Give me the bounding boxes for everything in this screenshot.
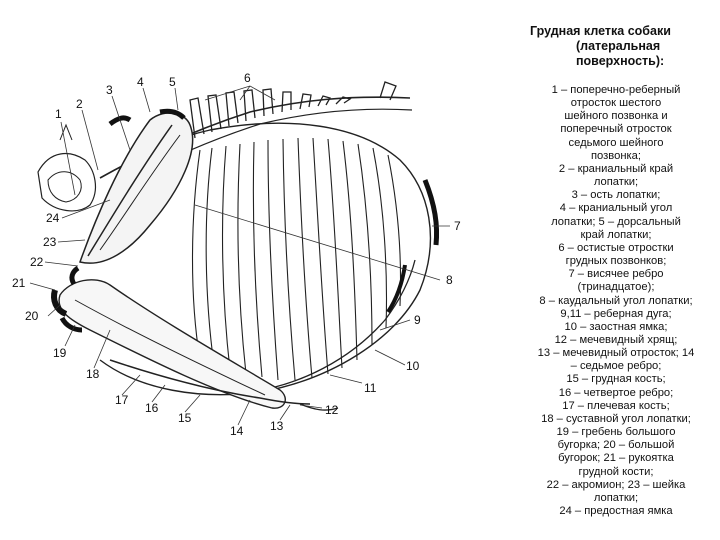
label-22: 22 [30,255,44,269]
legend-line: 6 – остистые отростки [522,242,710,255]
label-15: 15 [178,411,192,425]
legend-line: 13 – мечевидный отросток; 14 [522,347,710,360]
figure-legend: 1 – поперечно-реберный отросток шестого … [522,84,710,518]
legend-line: 22 – акромион; 23 – шейка [522,479,710,492]
legend-line: лопатки; 5 – дорсальный [522,216,710,229]
dog-thorax-illustration: 1 2 3 4 5 6 7 8 9 10 11 12 13 14 15 16 1… [0,0,500,540]
legend-line: 16 – четвертое ребро; [522,387,710,400]
legend-line: лопатки; [522,176,710,189]
title-line-1: Грудная клетка собаки [522,24,710,39]
label-17: 17 [115,393,129,407]
legend-line: 1 – поперечно-реберный [522,84,710,97]
label-7: 7 [454,219,461,233]
legend-line: грудной кости; [522,466,710,479]
label-1: 1 [55,107,62,121]
label-24: 24 [46,211,60,225]
legend-line: 24 – предостная ямка [522,505,710,518]
legend-line: лопатки; [522,492,710,505]
legend-line: 10 – заостная ямка; [522,321,710,334]
legend-line: поперечный отросток [522,123,710,136]
label-6: 6 [244,71,251,85]
legend-line: – седьмое ребро; [522,360,710,373]
label-19: 19 [53,346,67,360]
legend-line: шейного позвонка и [522,110,710,123]
label-16: 16 [145,401,159,415]
label-18: 18 [86,367,100,381]
label-5: 5 [169,75,176,89]
legend-line: бугорок; 21 – рукоятка [522,452,710,465]
label-3: 3 [106,83,113,97]
title-line-3: поверхность): [522,54,710,69]
legend-line: 17 – плечевая кость; [522,400,710,413]
label-9: 9 [414,313,421,327]
label-23: 23 [43,235,57,249]
label-11: 11 [364,381,377,395]
label-21: 21 [12,276,26,290]
label-14: 14 [230,424,244,438]
legend-line: отросток шестого [522,97,710,110]
legend-line: позвонка; [522,150,710,163]
figure-title: Грудная клетка собаки (латеральная повер… [522,24,710,69]
legend-line: 4 – краниальный угол [522,202,710,215]
legend-line: 8 – каудальный угол лопатки; [522,295,710,308]
legend-line: 15 – грудная кость; [522,373,710,386]
legend-line: 12 – мечевидный хрящ; [522,334,710,347]
label-8: 8 [446,273,453,287]
legend-line: бугорка; 20 – большой [522,439,710,452]
legend-line: 2 – краниальный край [522,163,710,176]
legend-line: 18 – суставной угол лопатки; [522,413,710,426]
ribs [193,138,401,380]
legend-line: седьмого шейного [522,137,710,150]
legend-line: край лопатки; [522,229,710,242]
legend-line: 9,11 – реберная дуга; [522,308,710,321]
label-2: 2 [76,97,83,111]
label-4: 4 [137,75,144,89]
label-20: 20 [25,309,39,323]
legend-line: грудных позвонков; [522,255,710,268]
title-line-2: (латеральная [522,39,710,54]
label-10: 10 [406,359,420,373]
legend-line: 7 – висячее ребро [522,268,710,281]
legend-line: (тринадцатое); [522,281,710,294]
legend-line: 3 – ость лопатки; [522,189,710,202]
legend-line: 19 – гребень большого [522,426,710,439]
label-13: 13 [270,419,284,433]
label-12: 12 [325,403,339,417]
